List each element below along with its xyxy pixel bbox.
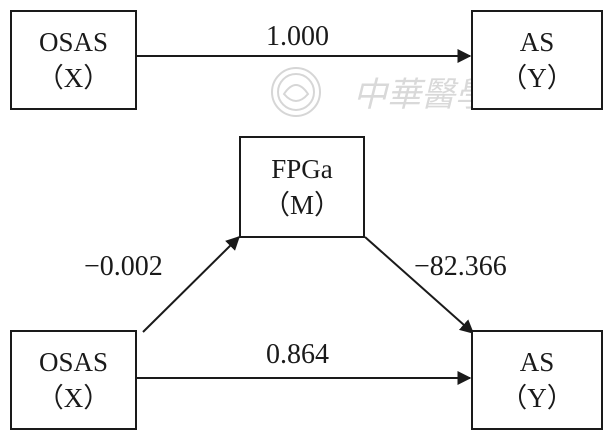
bottom-m-to-y-arrow <box>364 236 475 334</box>
bottom-osas-name: OSAS <box>38 347 109 377</box>
top-osas-name: OSAS <box>38 27 109 57</box>
bottom-x-to-y-coefficient: 0.864 <box>266 339 329 370</box>
seal-logo <box>271 67 321 117</box>
top-osas-box: OSAS （X） <box>10 10 137 110</box>
top-as-box: AS （Y） <box>471 10 603 110</box>
bottom-x-to-m-coefficient: −0.002 <box>84 251 163 282</box>
bottom-fpga-box: FPGa （M） <box>239 136 365 238</box>
bottom-osas-box: OSAS （X） <box>10 330 137 430</box>
bottom-as-symbol: （Y） <box>500 383 574 413</box>
bottom-fpga-name: FPGa <box>271 154 333 184</box>
bottom-osas-symbol: （X） <box>36 383 111 413</box>
bottom-as-box: AS （Y） <box>471 330 603 430</box>
bottom-fpga-symbol: （M） <box>262 190 341 220</box>
top-as-name: AS <box>519 27 555 57</box>
top-osas-symbol: （X） <box>36 63 111 93</box>
bottom-as-name: AS <box>519 347 555 377</box>
bottom-m-to-y-coefficient: −82.366 <box>414 251 507 282</box>
top-x-to-y-coefficient: 1.000 <box>266 21 329 52</box>
bottom-x-to-m-arrow <box>142 236 240 333</box>
top-as-symbol: （Y） <box>500 63 574 93</box>
